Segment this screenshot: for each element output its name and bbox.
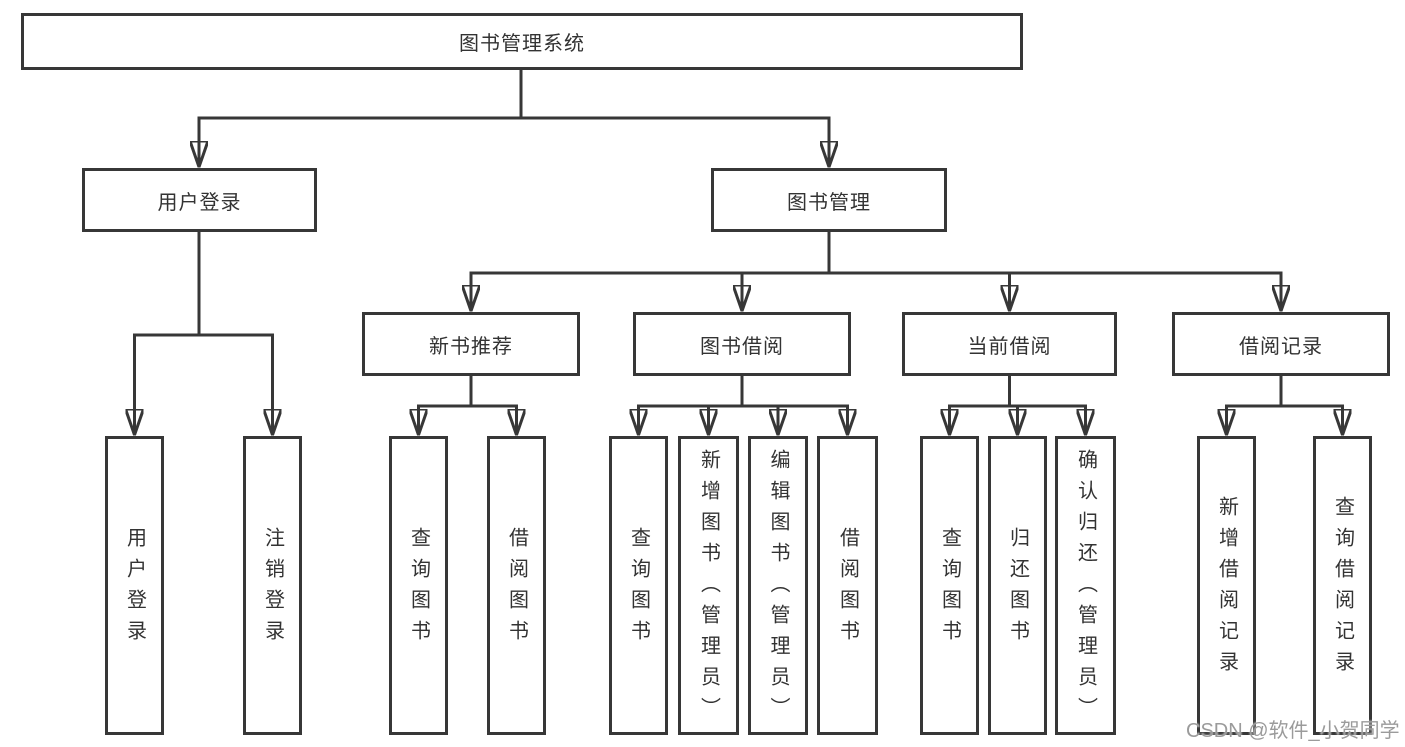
node-label: 查询图书 <box>627 526 650 651</box>
leaf-query-books-1: 查询图书 <box>389 436 448 735</box>
connector-borrow <box>639 374 848 436</box>
node-label: 用户登录 <box>157 191 242 214</box>
leaf-confirm-return-admin: 确认归还（管理员） <box>1055 436 1116 735</box>
node-borrow-records: 借阅记录 <box>1172 312 1390 376</box>
node-book-borrow: 图书借阅 <box>633 312 851 376</box>
leaf-query-books-2: 查询图书 <box>609 436 668 735</box>
node-label: 借阅图书 <box>505 526 528 651</box>
node-label: 查询借阅记录 <box>1331 495 1354 682</box>
node-label: 确认归还（管理员） <box>1074 449 1097 728</box>
connector-current <box>950 374 1086 436</box>
leaf-add-borrow-record: 新增借阅记录 <box>1197 436 1256 735</box>
leaf-logout: 注销登录 <box>243 436 302 735</box>
node-label: 用户登录 <box>123 526 146 651</box>
leaf-query-borrow-record: 查询借阅记录 <box>1313 436 1372 735</box>
node-label: 借阅图书 <box>836 526 859 651</box>
node-label: 查询图书 <box>407 526 430 651</box>
connector-records <box>1227 374 1343 436</box>
node-label: 注销登录 <box>261 526 284 651</box>
node-label: 当前借阅 <box>967 335 1052 358</box>
leaf-borrow-books-1: 借阅图书 <box>487 436 546 735</box>
leaf-query-books-3: 查询图书 <box>920 436 979 735</box>
connector-bookmgmt <box>471 230 1281 312</box>
leaf-add-book-admin: 新增图书（管理员） <box>678 436 739 735</box>
leaf-user-login: 用户登录 <box>105 436 164 735</box>
node-label: 图书管理系统 <box>459 33 585 55</box>
node-system-root: 图书管理系统 <box>21 13 1023 70</box>
leaf-borrow-books-2: 借阅图书 <box>817 436 878 735</box>
leaf-edit-book-admin: 编辑图书（管理员） <box>748 436 808 735</box>
node-current-borrow: 当前借阅 <box>902 312 1117 376</box>
node-label: 借阅记录 <box>1239 335 1323 358</box>
leaf-return-books: 归还图书 <box>988 436 1047 735</box>
node-book-management: 图书管理 <box>711 168 947 232</box>
node-label: 归还图书 <box>1006 526 1029 651</box>
connector-newbook <box>419 374 517 436</box>
connector-login <box>135 230 273 436</box>
node-new-book-recommend: 新书推荐 <box>362 312 580 376</box>
node-label: 编辑图书（管理员） <box>767 449 789 728</box>
node-label: 新增图书（管理员） <box>697 449 720 728</box>
node-label: 图书管理 <box>787 191 871 214</box>
node-user-login: 用户登录 <box>82 168 317 232</box>
node-label: 查询图书 <box>938 526 961 651</box>
csdn-watermark: CSDN @软件_小贺同学 <box>1186 720 1400 742</box>
node-label: 新书推荐 <box>429 335 513 358</box>
connector-root <box>199 68 829 168</box>
node-label: 新增借阅记录 <box>1215 495 1238 682</box>
node-label: 图书借阅 <box>700 335 784 358</box>
